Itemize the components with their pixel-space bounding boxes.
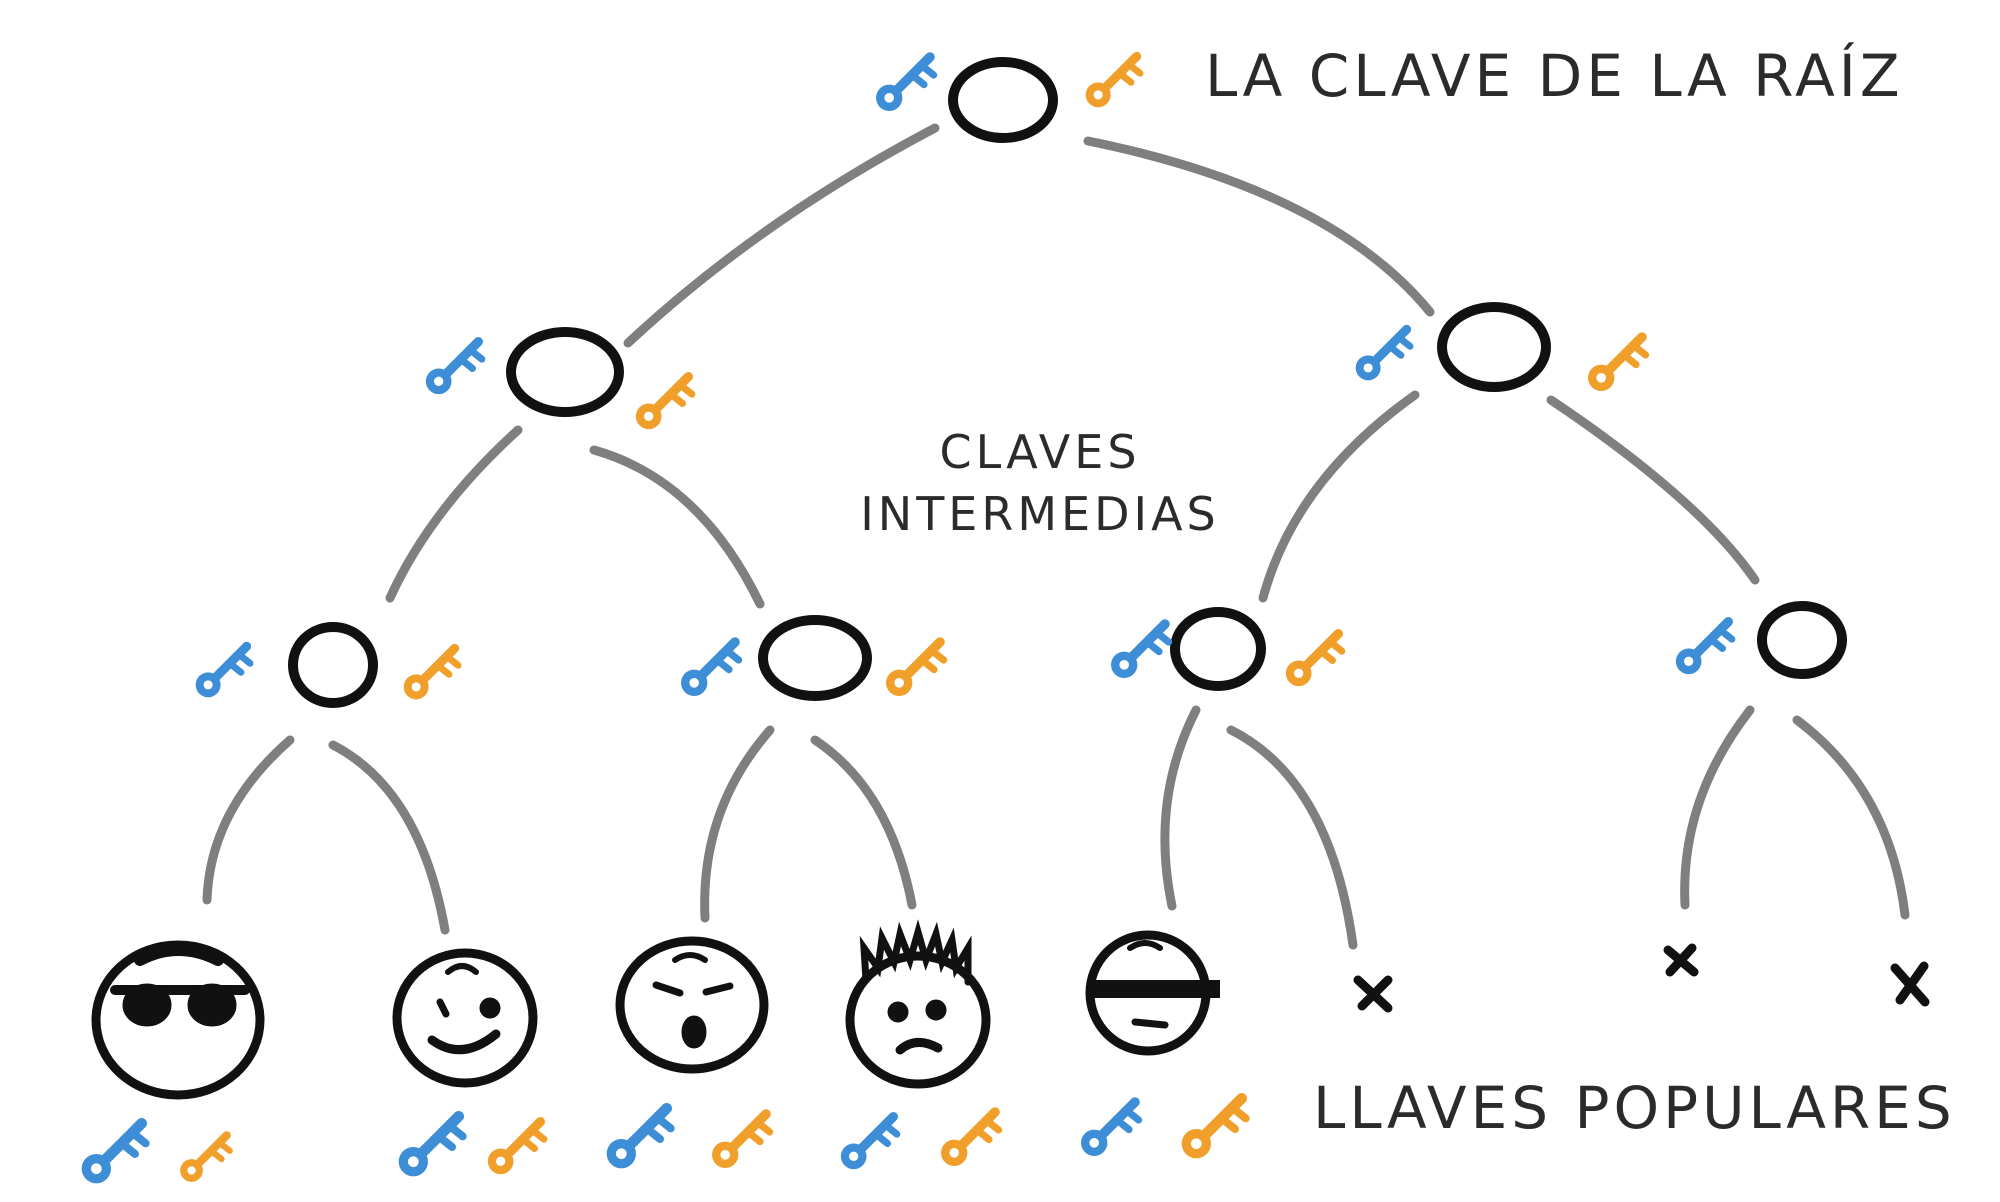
- edge-l1-lr: [589, 445, 765, 609]
- edge-root-right: [1083, 136, 1435, 317]
- blue-key-icon: [1676, 622, 1732, 675]
- orange-key-icon: [886, 642, 944, 696]
- edge-n4-leaf7: [1680, 705, 1755, 910]
- blue-key-icon: [426, 342, 482, 395]
- level2-node-4: [1757, 601, 1847, 679]
- blue-key-icon: [841, 1117, 897, 1170]
- shouting-face: [615, 936, 769, 1074]
- orange-key-icon: [488, 1122, 544, 1175]
- edge-n3-leaf5: [1160, 705, 1201, 911]
- blue-key-icon: [82, 1123, 146, 1183]
- leaf-keys: [82, 1098, 1246, 1183]
- tree-nodes: [288, 57, 1847, 708]
- blue-key-icon: [876, 57, 934, 111]
- x-mark-icon: [1890, 961, 1930, 1007]
- spiky-hair-frown-face: [845, 919, 991, 1089]
- blue-key-icon: [1111, 624, 1169, 678]
- edge-n4-leaf8: [1792, 715, 1910, 920]
- level1-right-node: [1437, 302, 1551, 392]
- orange-key-icon: [180, 1135, 230, 1182]
- winking-smile-face: [392, 948, 538, 1088]
- orange-key-icon: [941, 1112, 999, 1166]
- level1-left-node: [506, 327, 624, 417]
- sunglasses-face: [91, 940, 265, 1100]
- orange-key-icon: [712, 1114, 770, 1168]
- edge-l1-ll: [385, 425, 523, 603]
- level2-node-2: [758, 615, 872, 701]
- orange-key-icon: [404, 648, 458, 699]
- orange-key-icon: [1588, 337, 1646, 391]
- intermediate-keys-label-line1: CLAVES: [939, 425, 1140, 479]
- orange-key-icon: [1286, 634, 1342, 687]
- level2-node-1: [288, 622, 378, 708]
- x-mark-icon: [1663, 943, 1699, 977]
- node-keys: [196, 56, 1732, 699]
- tree-edges: [202, 123, 1910, 950]
- level2-node-3: [1170, 607, 1266, 691]
- orange-key-icon: [1182, 1098, 1246, 1158]
- edge-n1-leaf2: [328, 740, 450, 935]
- empty-leaves: [1353, 943, 1930, 1013]
- edge-root-left: [623, 123, 940, 348]
- blue-key-icon: [196, 646, 250, 697]
- root-key-label: LA CLAVE DE LA RAÍZ: [1205, 41, 1904, 110]
- popular-keys-label: LLAVES POPULARES: [1313, 1074, 1956, 1142]
- blue-key-icon: [399, 1116, 463, 1176]
- intermediate-keys-label-line2: INTERMEDIAS: [860, 487, 1220, 541]
- edge-n3-leaf6: [1226, 725, 1358, 950]
- edge-r1-rr: [1546, 395, 1760, 585]
- leaf-faces: [91, 919, 1220, 1100]
- edge-n2-leaf4: [810, 735, 917, 910]
- blue-key-icon: [681, 642, 739, 696]
- orange-key-icon: [636, 377, 692, 430]
- edge-n2-leaf3: [700, 725, 775, 923]
- orange-key-icon: [1086, 56, 1140, 107]
- blue-key-icon: [607, 1108, 671, 1168]
- blue-key-icon: [1356, 329, 1410, 380]
- root-node: [948, 57, 1058, 143]
- edge-n1-leaf1: [202, 735, 295, 905]
- x-mark-icon: [1353, 975, 1393, 1013]
- masked-face: [1085, 930, 1220, 1056]
- edge-r1-rl: [1258, 390, 1420, 603]
- blue-key-icon: [1081, 1102, 1139, 1156]
